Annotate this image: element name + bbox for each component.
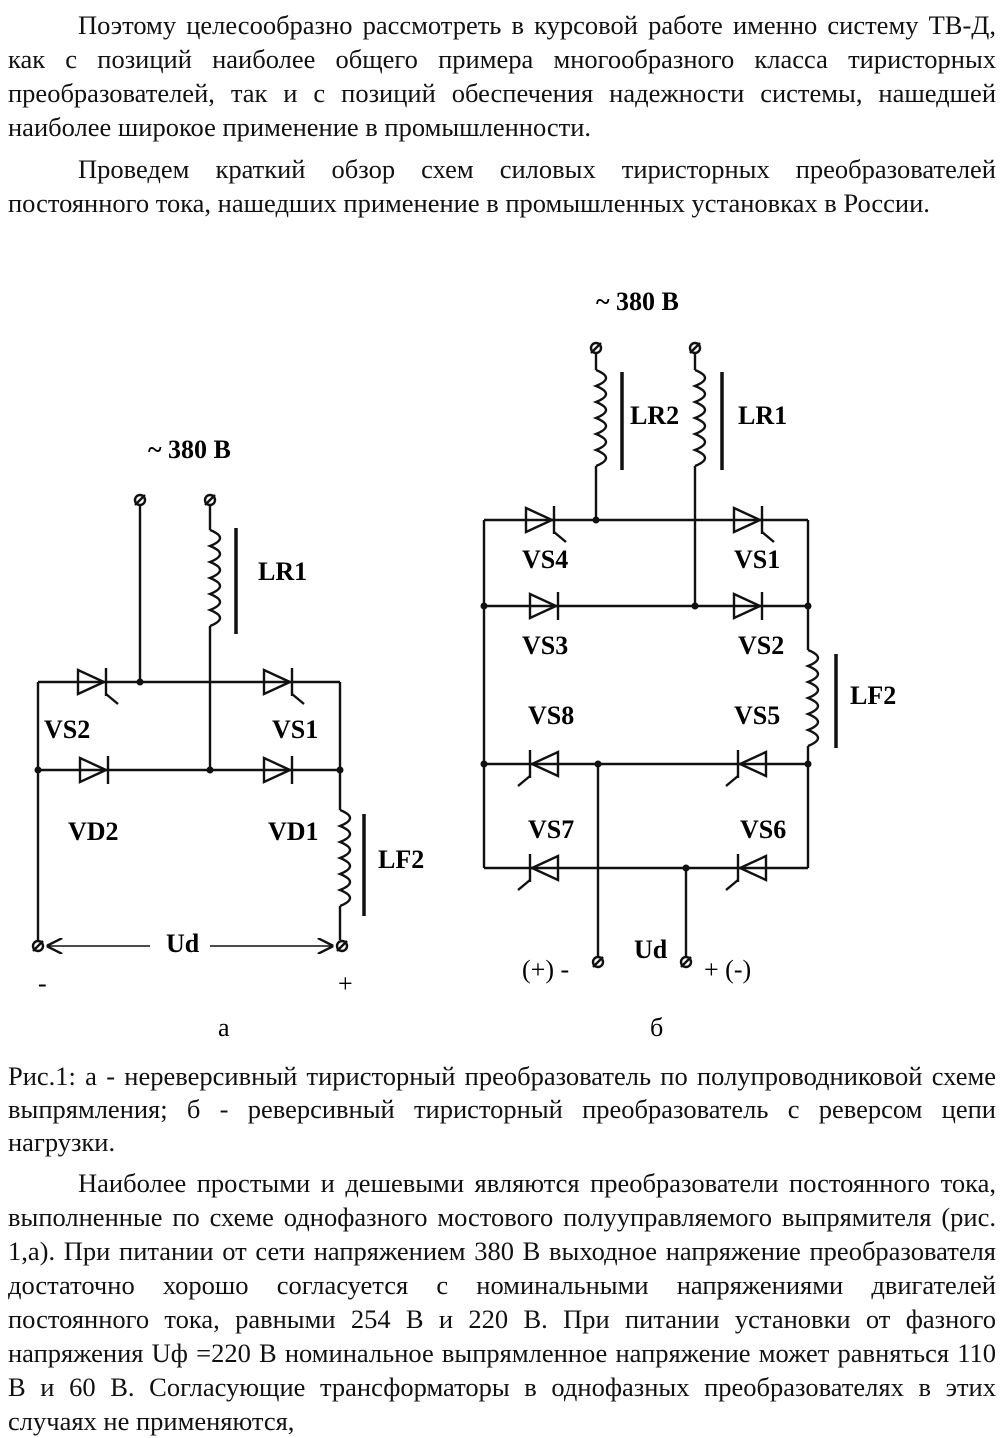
label-vs2-a: VS2 (44, 715, 90, 744)
reactor-lr2-b (592, 368, 624, 470)
paragraph-3: Наиболее простыми и дешевыми являются пр… (8, 1168, 996, 1436)
thyristor-vs7-b (517, 854, 560, 891)
paragraph-1: Поэтому целесообразно рассмотреть в курс… (8, 10, 996, 142)
thyristor-vs1-b (732, 506, 775, 543)
thyristor-vs5-b (725, 750, 768, 787)
thyristor-vs2-a (76, 668, 119, 705)
figure-1-diagrams: ~ 380 В LR1 (31, 287, 896, 1040)
figure-b: ~ 380 В LR2 LR1 (480, 287, 896, 1040)
thyristor-vs4-b (524, 506, 567, 543)
terminal-a-minus (31, 939, 45, 953)
figure-a-reactor-label: LR1 (258, 557, 307, 586)
figure-a-plus-sign: + (338, 969, 353, 998)
figure-b-left-terminal-label: (+) - (522, 955, 569, 984)
figure-b-supply-label: ~ 380 В (596, 287, 679, 316)
figure-a: ~ 380 В LR1 (31, 435, 424, 1040)
figure-a-supply-label: ~ 380 В (148, 435, 231, 464)
label-vs1-a: VS1 (272, 715, 318, 744)
filter-lf2-b (804, 648, 838, 748)
terminal-a-plus (335, 939, 349, 953)
filter-lf2-a (336, 808, 366, 916)
thyristor-vs6-b (725, 854, 768, 891)
figure-a-sublabel: а (218, 1013, 230, 1040)
figure-b-reactor-lr2-label: LR2 (630, 401, 679, 430)
figure-caption: Рис.1: а - нереверсивный тиристорный пре… (8, 1061, 996, 1157)
figure-b-sublabel: б (650, 1013, 663, 1040)
figure-a-filter-label: LF2 (378, 845, 424, 874)
diode-vd2-a (78, 756, 110, 784)
terminal-b-right-out (679, 955, 693, 969)
paragraph-2: Проведем краткий обзор схем силовых тири… (8, 154, 996, 218)
figure-b-output-label: Ud (634, 935, 668, 964)
thyristor-vs3-b (528, 592, 560, 620)
figure-a-minus-sign: - (38, 969, 47, 998)
figure-b-reactor-lr1-label: LR1 (738, 401, 787, 430)
thyristor-vs2-b (732, 592, 764, 620)
reactor-lr1-a (206, 528, 238, 634)
label-vs5-b: VS5 (734, 701, 780, 730)
label-vs7-b: VS7 (528, 815, 574, 844)
reactor-lr1-b (691, 368, 724, 470)
label-vs3-b: VS3 (522, 631, 568, 660)
figure-b-filter-label: LF2 (850, 681, 896, 710)
label-vs4-b: VS4 (522, 545, 568, 574)
label-vd1-a: VD1 (268, 817, 319, 846)
figure-a-output-label: Ud (166, 929, 200, 958)
thyristor-vs8-b (517, 750, 560, 787)
figure-b-right-terminal-label: + (-) (704, 955, 751, 984)
thyristor-vs1-a (262, 668, 305, 705)
diode-vd1-a (262, 756, 294, 784)
label-vs8-b: VS8 (528, 701, 574, 730)
terminal-b-left-out (591, 955, 605, 969)
label-vs2-b: VS2 (738, 631, 784, 660)
label-vd2-a: VD2 (68, 817, 119, 846)
label-vs6-b: VS6 (740, 815, 786, 844)
label-vs1-b: VS1 (734, 545, 780, 574)
